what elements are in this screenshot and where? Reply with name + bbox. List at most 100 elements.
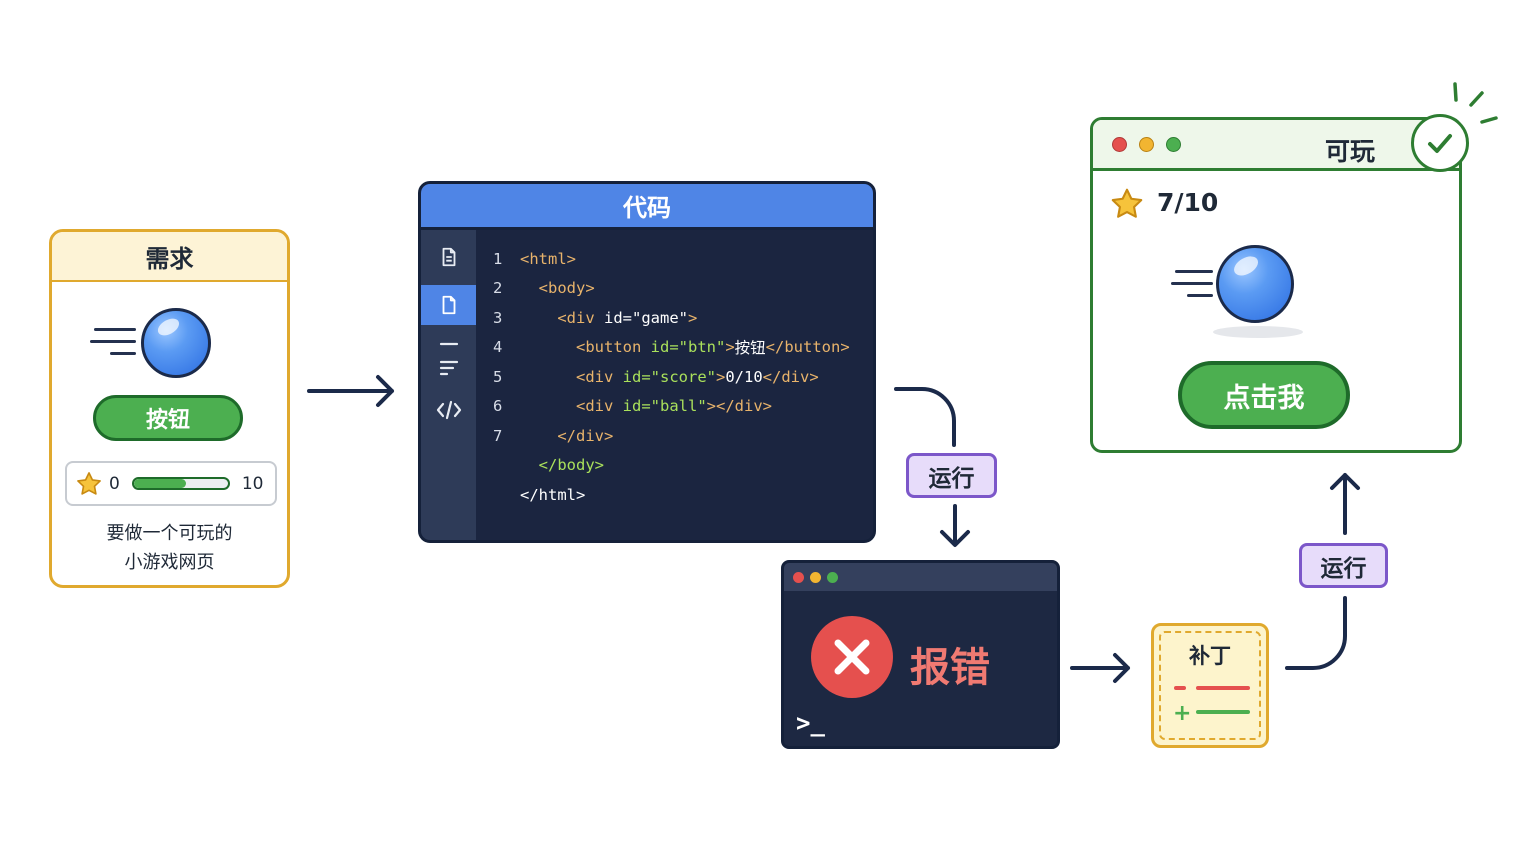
- motion-lines-icon: [90, 328, 136, 355]
- code-token: <html>: [520, 249, 576, 268]
- requirement-card: 需求 按钮 0 10 要做一个可玩的 小游戏网页: [49, 229, 290, 588]
- code-line[interactable]: 7 </div>: [493, 421, 850, 451]
- requirement-title: 需求: [52, 232, 287, 282]
- close-dot: [793, 571, 804, 583]
- code-token: id="ball": [622, 397, 707, 416]
- sparkle-icon: [1453, 82, 1498, 124]
- progress-fill: [133, 479, 186, 488]
- score-bar-mock: 0 10: [65, 461, 277, 506]
- minimize-dot: [810, 571, 821, 583]
- code-token: <button: [576, 338, 651, 357]
- score-display: 7/10: [1157, 188, 1219, 217]
- maximize-dot[interactable]: [1166, 136, 1181, 152]
- plus-icon: +: [1173, 701, 1192, 726]
- code-token: </button>: [765, 338, 850, 357]
- minus-icon: [1174, 686, 1186, 690]
- editor-sidebar: [421, 230, 476, 540]
- code-editor: 代码 1<html>2 <body>3 <div id="game">4 <bu…: [418, 181, 876, 543]
- code-token: </body>: [538, 456, 604, 475]
- code-line[interactable]: 4 <button id="btn">按钮</button>: [493, 333, 850, 363]
- ball-shadow: [1213, 326, 1303, 338]
- code-indent: [520, 309, 557, 327]
- close-dot[interactable]: [1112, 136, 1127, 152]
- code-token: 按钮: [734, 339, 766, 358]
- removed-line: [1196, 686, 1250, 690]
- file-icon[interactable]: [421, 285, 476, 325]
- run-step-label: 运行: [1299, 543, 1388, 588]
- playable-window: 可玩 7/10 点击我: [1090, 117, 1462, 453]
- code-token: >: [716, 367, 726, 386]
- terminal-titlebar: [784, 563, 1057, 591]
- code-line[interactable]: </body>: [493, 451, 850, 481]
- code-token: >: [725, 338, 735, 357]
- arrow-patch-to-run: [1285, 596, 1347, 670]
- code-token: </html>: [520, 485, 586, 504]
- run-step-label: 运行: [906, 453, 997, 498]
- star-icon: [77, 471, 101, 495]
- error-icon: [811, 616, 893, 698]
- line-number: 2: [493, 279, 503, 298]
- terminal-prompt: >_: [796, 709, 825, 737]
- line-number: 6: [493, 397, 503, 416]
- code-line[interactable]: 6 <div id="ball"></div>: [493, 392, 850, 422]
- requirement-button-mock: 按钮: [93, 395, 243, 441]
- editor-title: 代码: [421, 184, 873, 230]
- file-text-icon[interactable]: [421, 237, 476, 277]
- code-indent: [520, 456, 539, 474]
- code-token: <div: [557, 308, 604, 327]
- click-me-button[interactable]: 点击我: [1178, 361, 1350, 429]
- code-line[interactable]: 2 <body>: [493, 274, 850, 304]
- code-token: >: [688, 308, 698, 327]
- code-indent: [520, 368, 576, 386]
- arrow-terminal-to-patch: [1070, 653, 1130, 683]
- code-token: </div>: [762, 367, 819, 386]
- score-max: 10: [241, 473, 264, 494]
- patch-border: [1159, 631, 1261, 740]
- patch-card: 补丁 +: [1151, 623, 1269, 748]
- ball-icon[interactable]: [1216, 245, 1294, 323]
- arrow-code-to-run: [894, 387, 956, 447]
- code-line[interactable]: </html>: [493, 480, 850, 510]
- minimize-dot[interactable]: [1139, 136, 1154, 152]
- description-line: 要做一个可玩的: [106, 523, 233, 544]
- code-icon[interactable]: [421, 390, 476, 430]
- maximize-dot: [827, 571, 838, 583]
- line-number: 1: [493, 249, 503, 268]
- window-title: 可玩: [1325, 137, 1376, 166]
- line-number: 3: [493, 308, 503, 327]
- code-indent: [520, 427, 557, 445]
- star-icon: [1111, 188, 1143, 218]
- description-line: 小游戏网页: [124, 552, 215, 573]
- patch-title: 补丁: [1189, 644, 1231, 668]
- code-token: <div: [576, 397, 623, 416]
- motion-lines-icon: [1171, 270, 1213, 297]
- line-number: 5: [493, 367, 503, 386]
- arrow-run-to-playable: [1330, 473, 1360, 535]
- code-token: <div: [576, 367, 623, 386]
- code-token: 0/10: [725, 367, 763, 386]
- code-indent: [520, 397, 576, 415]
- added-line: [1196, 710, 1250, 714]
- window-titlebar: [1093, 120, 1459, 171]
- code-area[interactable]: 1<html>2 <body>3 <div id="game">4 <butto…: [493, 244, 850, 510]
- line-number: 7: [493, 426, 503, 445]
- error-label: 报错: [910, 645, 990, 691]
- code-token: id="score": [622, 367, 716, 386]
- outline-icon[interactable]: [421, 330, 476, 390]
- code-token: id="btn": [650, 338, 726, 357]
- code-token: <body>: [538, 279, 595, 298]
- ball-icon: [141, 308, 211, 378]
- arrow-run-to-terminal: [940, 504, 970, 547]
- requirement-description: 要做一个可玩的 小游戏网页: [52, 519, 287, 577]
- code-indent: [520, 338, 576, 356]
- code-token: id="game": [604, 308, 688, 327]
- score-min: 0: [109, 473, 120, 494]
- check-icon: [1411, 114, 1469, 172]
- code-token: ></div>: [706, 397, 772, 416]
- code-line[interactable]: 5 <div id="score">0/10</div>: [493, 362, 850, 392]
- code-line[interactable]: 1 <html>: [493, 244, 850, 274]
- error-terminal: 报错 >_: [781, 560, 1060, 749]
- code-indent: [520, 279, 539, 297]
- arrow-requirement-to-code: [307, 375, 394, 407]
- code-line[interactable]: 3 <div id="game">: [493, 303, 850, 333]
